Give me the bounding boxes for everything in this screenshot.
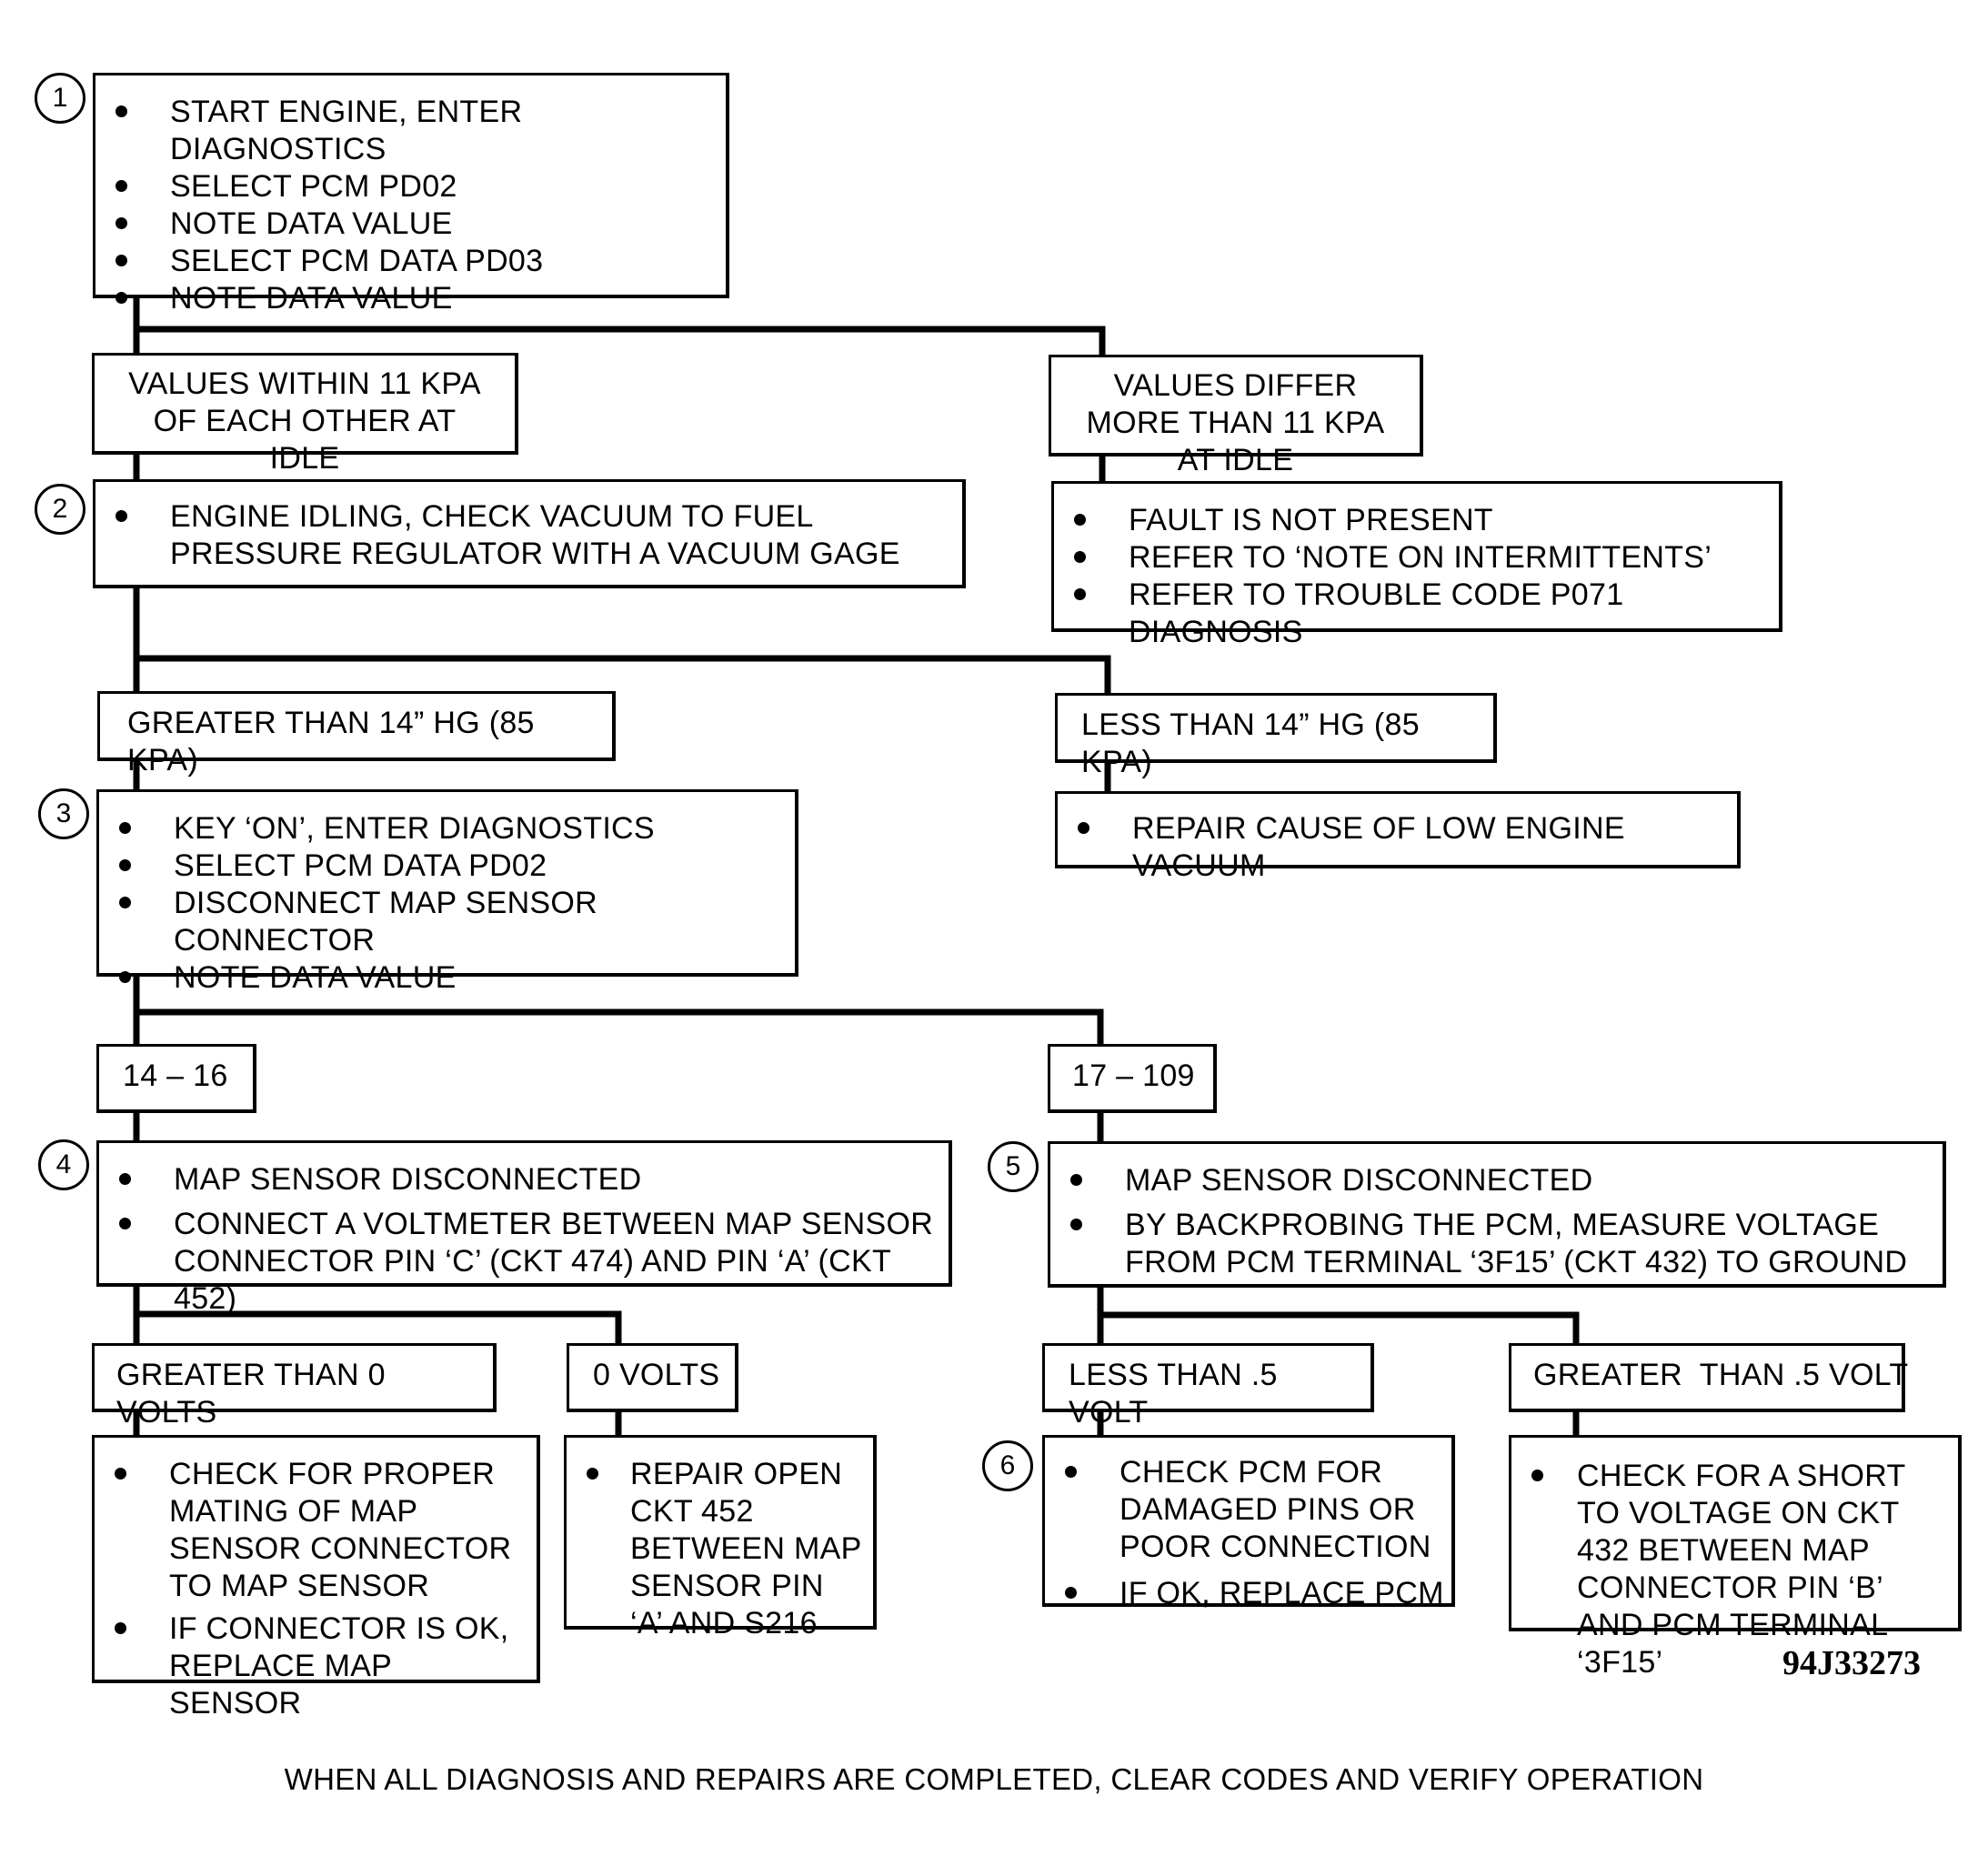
list-item: CHECK PCM FOR DAMAGED PINS OR POOR CONNE… [1045,1454,1451,1566]
list-item: DISCONNECT MAP SENSOR CONNECTOR [99,885,795,959]
condition-greater-than-0-volts: GREATER THAN 0 VOLTS [92,1343,497,1430]
step-4-box: MAP SENSOR DISCONNECTED CONNECT A VOLTME… [96,1140,952,1316]
repair-open-circuit-box: REPAIR OPEN CKT 452 BETWEEN MAP SENSOR P… [564,1435,877,1640]
step-number-5: 5 [988,1141,1039,1192]
step-number-1: 1 [35,73,85,124]
step-number-4: 4 [38,1139,89,1190]
fault-not-present-box: FAULT IS NOT PRESENT REFER TO ‘NOTE ON I… [1051,481,1782,649]
list-item: MAP SENSOR DISCONNECTED [99,1161,949,1199]
condition-0-volts: 0 VOLTS [567,1343,738,1412]
list-item: SELECT PCM DATA PD02 [99,848,795,885]
list-item: IF OK, REPLACE PCM [1045,1575,1451,1612]
list-item: REPAIR OPEN CKT 452 BETWEEN MAP SENSOR P… [567,1456,873,1642]
condition-less-than-half-volt: LESS THAN .5 VOLT [1042,1343,1374,1430]
check-short-box: CHECK FOR A SHORT TO VOLTAGE ON CKT 432 … [1509,1435,1962,1680]
list-item: NOTE DATA VALUE [95,280,726,317]
list-item: KEY ‘ON’, ENTER DIAGNOSTICS [99,810,795,848]
condition-greater-than-14-hg: GREATER THAN 14” Hg (85 KPA) [97,691,616,778]
condition-17-109: 17 – 109 [1048,1044,1217,1113]
list-item: IF CONNECTOR IS OK, REPLACE MAP SENSOR [95,1610,537,1722]
step-number-2: 2 [35,484,85,535]
list-item: CHECK FOR PROPER MATING OF MAP SENSOR CO… [95,1456,537,1605]
list-item: REFER TO ‘NOTE ON INTERMITTENTS’ [1054,539,1779,577]
repair-low-vacuum-box: REPAIR CAUSE OF LOW ENGINE VACUUM [1055,791,1741,883]
footer-note: WHEN ALL DIAGNOSIS AND REPAIRS ARE COMPL… [284,1762,1704,1796]
list-item: NOTE DATA VALUE [99,959,795,997]
list-item: CONNECT A VOLTMETER BETWEEN MAP SENSOR C… [99,1206,949,1318]
check-mating-box: CHECK FOR PROPER MATING OF MAP SENSOR CO… [92,1435,540,1721]
list-item: FAULT IS NOT PRESENT [1054,502,1779,539]
step-2-box: ENGINE IDLING, CHECK VACUUM TO FUEL PRES… [93,479,966,588]
condition-values-differ: VALUES DIFFER MORE THAN 11 KPA AT IDLE [1049,355,1423,477]
list-item: SELECT PCM DATA PD03 [95,243,726,280]
list-item: ENGINE IDLING, CHECK VACUUM TO FUEL PRES… [95,498,962,573]
list-item: START ENGINE, ENTER DIAGNOSTICS [95,94,726,168]
list-item: CHECK FOR A SHORT TO VOLTAGE ON CKT 432 … [1511,1458,1958,1681]
step-6-box: CHECK PCM FOR DAMAGED PINS OR POOR CONNE… [1042,1435,1455,1610]
list-item: REFER TO TROUBLE CODE P071 DIAGNOSIS [1054,577,1779,651]
list-item: BY BACKPROBING THE PCM, MEASURE VOLTAGE … [1050,1207,1943,1281]
list-item: REPAIR CAUSE OF LOW ENGINE VACUUM [1058,810,1737,885]
step-1-box: START ENGINE, ENTER DIAGNOSTICS SELECT P… [93,73,729,316]
step-number-6: 6 [982,1440,1033,1491]
list-item: MAP SENSOR DISCONNECTED [1050,1162,1943,1199]
condition-values-within: VALUES WITHIN 11 KPA OF EACH OTHER AT ID… [92,353,518,476]
step-number-3: 3 [38,788,89,839]
condition-less-than-14-hg: LESS THAN 14” Hg (85 KPA) [1055,693,1497,779]
condition-greater-than-half-volt: GREATER THAN .5 VOLT [1509,1343,1908,1412]
figure-id: 94J33273 [1782,1644,1921,1682]
step-5-box: MAP SENSOR DISCONNECTED BY BACKPROBING T… [1048,1141,1946,1288]
condition-14-16: 14 – 16 [96,1044,256,1113]
list-item: SELECT PCM PD02 [95,168,726,206]
step-3-box: KEY ‘ON’, ENTER DIAGNOSTICS SELECT PCM D… [96,789,798,995]
list-item: NOTE DATA VALUE [95,206,726,243]
